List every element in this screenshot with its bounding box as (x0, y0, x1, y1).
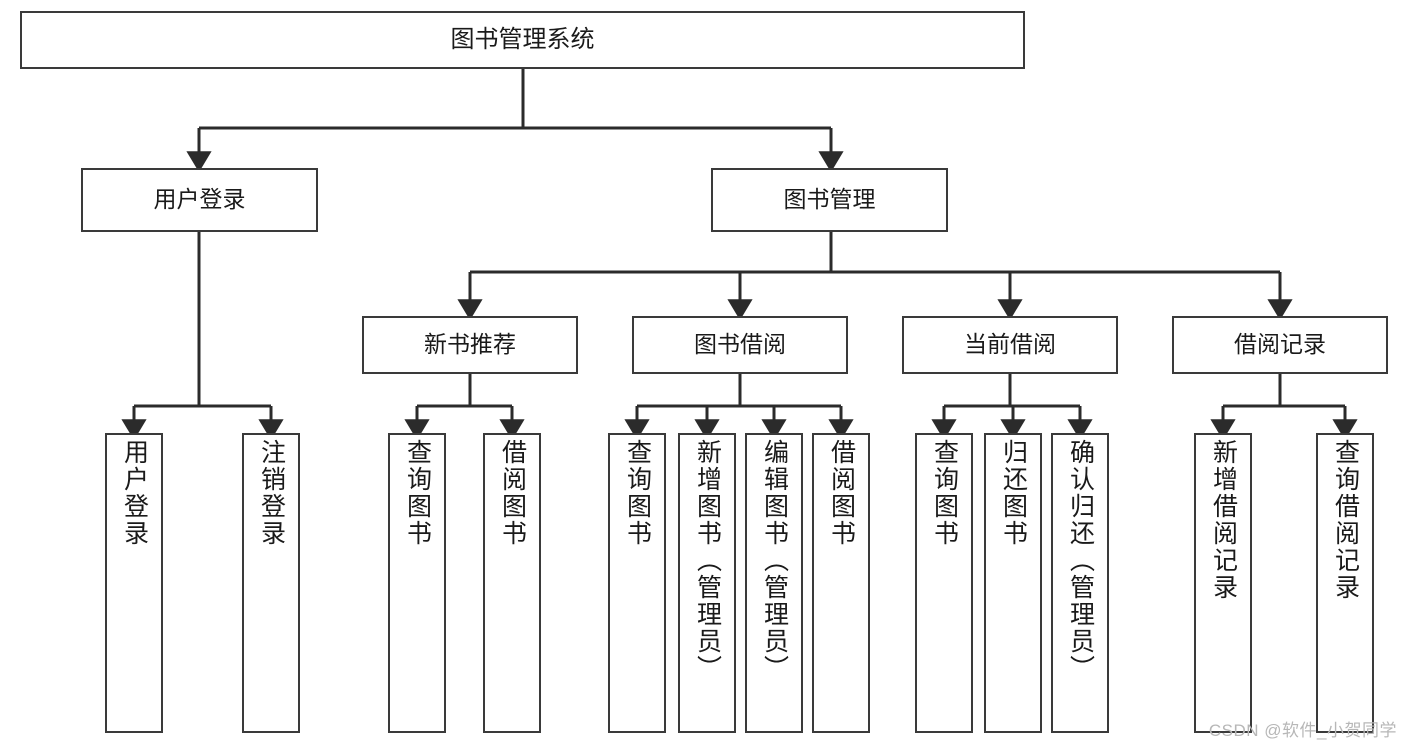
node-label: 用户登录 (120, 439, 149, 547)
node-leaf-book-borrow-borrow[interactable]: 借阅图书 (812, 433, 870, 733)
node-leaf-current-borrow-query[interactable]: 查询图书 (915, 433, 973, 733)
node-label: 新增图书（管理员） (693, 439, 722, 682)
node-leaf-new-book-borrow[interactable]: 借阅图书 (483, 433, 541, 733)
node-leaf-current-borrow-confirm-return[interactable]: 确认归还（管理员） (1051, 433, 1109, 733)
node-leaf-book-borrow-query[interactable]: 查询图书 (608, 433, 666, 733)
node-label: 借阅记录 (1234, 331, 1326, 358)
watermark-text: CSDN @软件_小贺同学 (1208, 721, 1397, 740)
node-book-management[interactable]: 图书管理 (711, 168, 948, 232)
node-label: 确认归还（管理员） (1066, 439, 1095, 682)
node-leaf-book-borrow-edit[interactable]: 编辑图书（管理员） (745, 433, 803, 733)
node-label: 查询图书 (623, 439, 652, 547)
node-borrow-record[interactable]: 借阅记录 (1172, 316, 1388, 374)
node-new-book-recommend[interactable]: 新书推荐 (362, 316, 578, 374)
node-label: 图书管理系统 (450, 25, 595, 53)
node-leaf-book-borrow-add[interactable]: 新增图书（管理员） (678, 433, 736, 733)
node-label: 借阅图书 (827, 439, 856, 547)
node-label: 查询图书 (403, 439, 432, 547)
node-label: 注销登录 (257, 439, 286, 547)
node-label: 查询图书 (930, 439, 959, 547)
node-leaf-current-borrow-return[interactable]: 归还图书 (984, 433, 1042, 733)
node-label: 新书推荐 (424, 331, 516, 358)
node-label: 编辑图书（管理员） (760, 439, 789, 682)
node-user-login[interactable]: 用户登录 (81, 168, 318, 232)
node-leaf-borrow-record-add[interactable]: 新增借阅记录 (1194, 433, 1252, 733)
node-root-book-management-system[interactable]: 图书管理系统 (20, 11, 1025, 69)
node-leaf-user-login-login[interactable]: 用户登录 (105, 433, 163, 733)
node-label: 当前借阅 (964, 331, 1056, 358)
node-current-borrow[interactable]: 当前借阅 (902, 316, 1118, 374)
node-book-borrow[interactable]: 图书借阅 (632, 316, 848, 374)
node-label: 新增借阅记录 (1209, 439, 1238, 601)
node-label: 图书管理 (783, 186, 876, 213)
node-label: 图书借阅 (694, 331, 786, 358)
node-label: 归还图书 (999, 439, 1028, 547)
node-label: 用户登录 (153, 186, 246, 213)
node-label: 查询借阅记录 (1331, 439, 1360, 601)
node-leaf-user-login-logout[interactable]: 注销登录 (242, 433, 300, 733)
node-label: 借阅图书 (498, 439, 527, 547)
node-leaf-borrow-record-query[interactable]: 查询借阅记录 (1316, 433, 1374, 733)
node-leaf-new-book-query[interactable]: 查询图书 (388, 433, 446, 733)
